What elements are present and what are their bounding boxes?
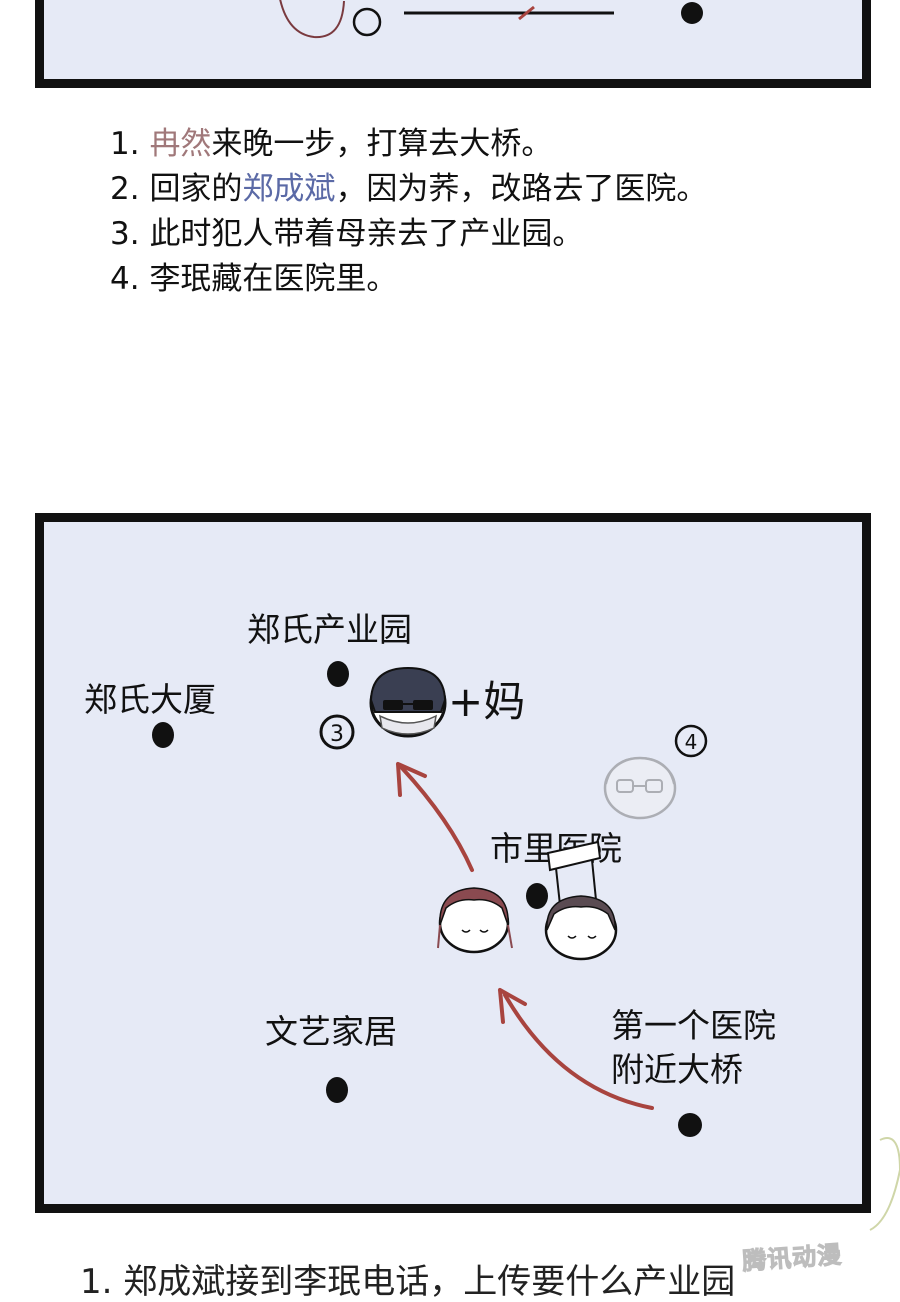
name-ranran: 冉然: [149, 126, 212, 162]
label-bridge-line1: 第一个医院: [611, 1006, 776, 1045]
bottom-partial-text: 1. 郑成斌接到李珉电话，上传要什么产业园: [80, 1262, 736, 1302]
top-comic-panel: [35, 0, 871, 88]
dot-zheng-building: [152, 722, 174, 748]
watermark-logo: 腾讯动漫: [741, 1240, 844, 1276]
ranran-character-icon: [437, 887, 513, 954]
note-text: 来晚一步，打算去大桥。: [211, 126, 553, 162]
note-text: ，因为荞，改路去了医院。: [335, 171, 708, 207]
note-item-4: 4. 李珉藏在医院里。: [110, 257, 707, 302]
dot-bridge: [678, 1113, 702, 1137]
circled-one-icon: [352, 7, 382, 37]
note-item-2: 2. 回家的郑成斌，因为荞，改路去了医院。: [110, 167, 707, 212]
note-number: 1.: [110, 126, 140, 162]
limin-faded-character-icon: [603, 756, 677, 820]
svg-text:4: 4: [685, 730, 698, 754]
note-number: 2.: [110, 171, 140, 207]
red-arrow-partial: [518, 5, 535, 21]
dot-industrial-park: [327, 661, 349, 687]
label-bridge-line2: 附近大桥: [611, 1050, 743, 1089]
label-furniture-store: 文艺家居: [265, 1012, 397, 1051]
dot-city-hospital: [526, 883, 548, 909]
red-arrow-bridge-to-hospital: [498, 988, 654, 1110]
circled-three-icon: 3: [319, 714, 355, 750]
note-text: 李珉藏在医院里。: [149, 261, 398, 297]
character-head-partial: [279, 0, 345, 39]
top-panel-drawings: [279, 0, 703, 39]
notes-list: 1. 冉然来晚一步，打算去大桥。 2. 回家的郑成斌，因为荞，改路去了医院。 3…: [110, 122, 707, 302]
note-text: 此时犯人带着母亲去了产业园。: [149, 216, 584, 252]
svg-text:3: 3: [330, 722, 344, 747]
label-zheng-building: 郑氏大厦: [84, 680, 216, 719]
name-zhengchengbin: 郑成斌: [242, 171, 336, 207]
circled-four-icon: 4: [674, 724, 708, 758]
decorative-doodle: [869, 1137, 900, 1231]
note-text: 回家的: [149, 171, 243, 207]
note-item-3: 3. 此时犯人带着母亲去了产业园。: [110, 212, 707, 257]
location-dot: [681, 2, 703, 24]
handwritten-note: +妈: [448, 677, 525, 726]
zhengchengbin-character-icon: [544, 840, 618, 961]
criminal-character-icon: [369, 666, 447, 738]
map-panel: [35, 513, 871, 1213]
note-item-1: 1. 冉然来晚一步，打算去大桥。: [110, 122, 707, 167]
note-number: 3.: [110, 216, 140, 252]
label-industrial-park: 郑氏产业园: [247, 610, 412, 649]
red-arrow-hospital-to-park: [396, 762, 474, 872]
dot-furniture-store: [326, 1077, 348, 1103]
note-number: 4.: [110, 261, 140, 297]
